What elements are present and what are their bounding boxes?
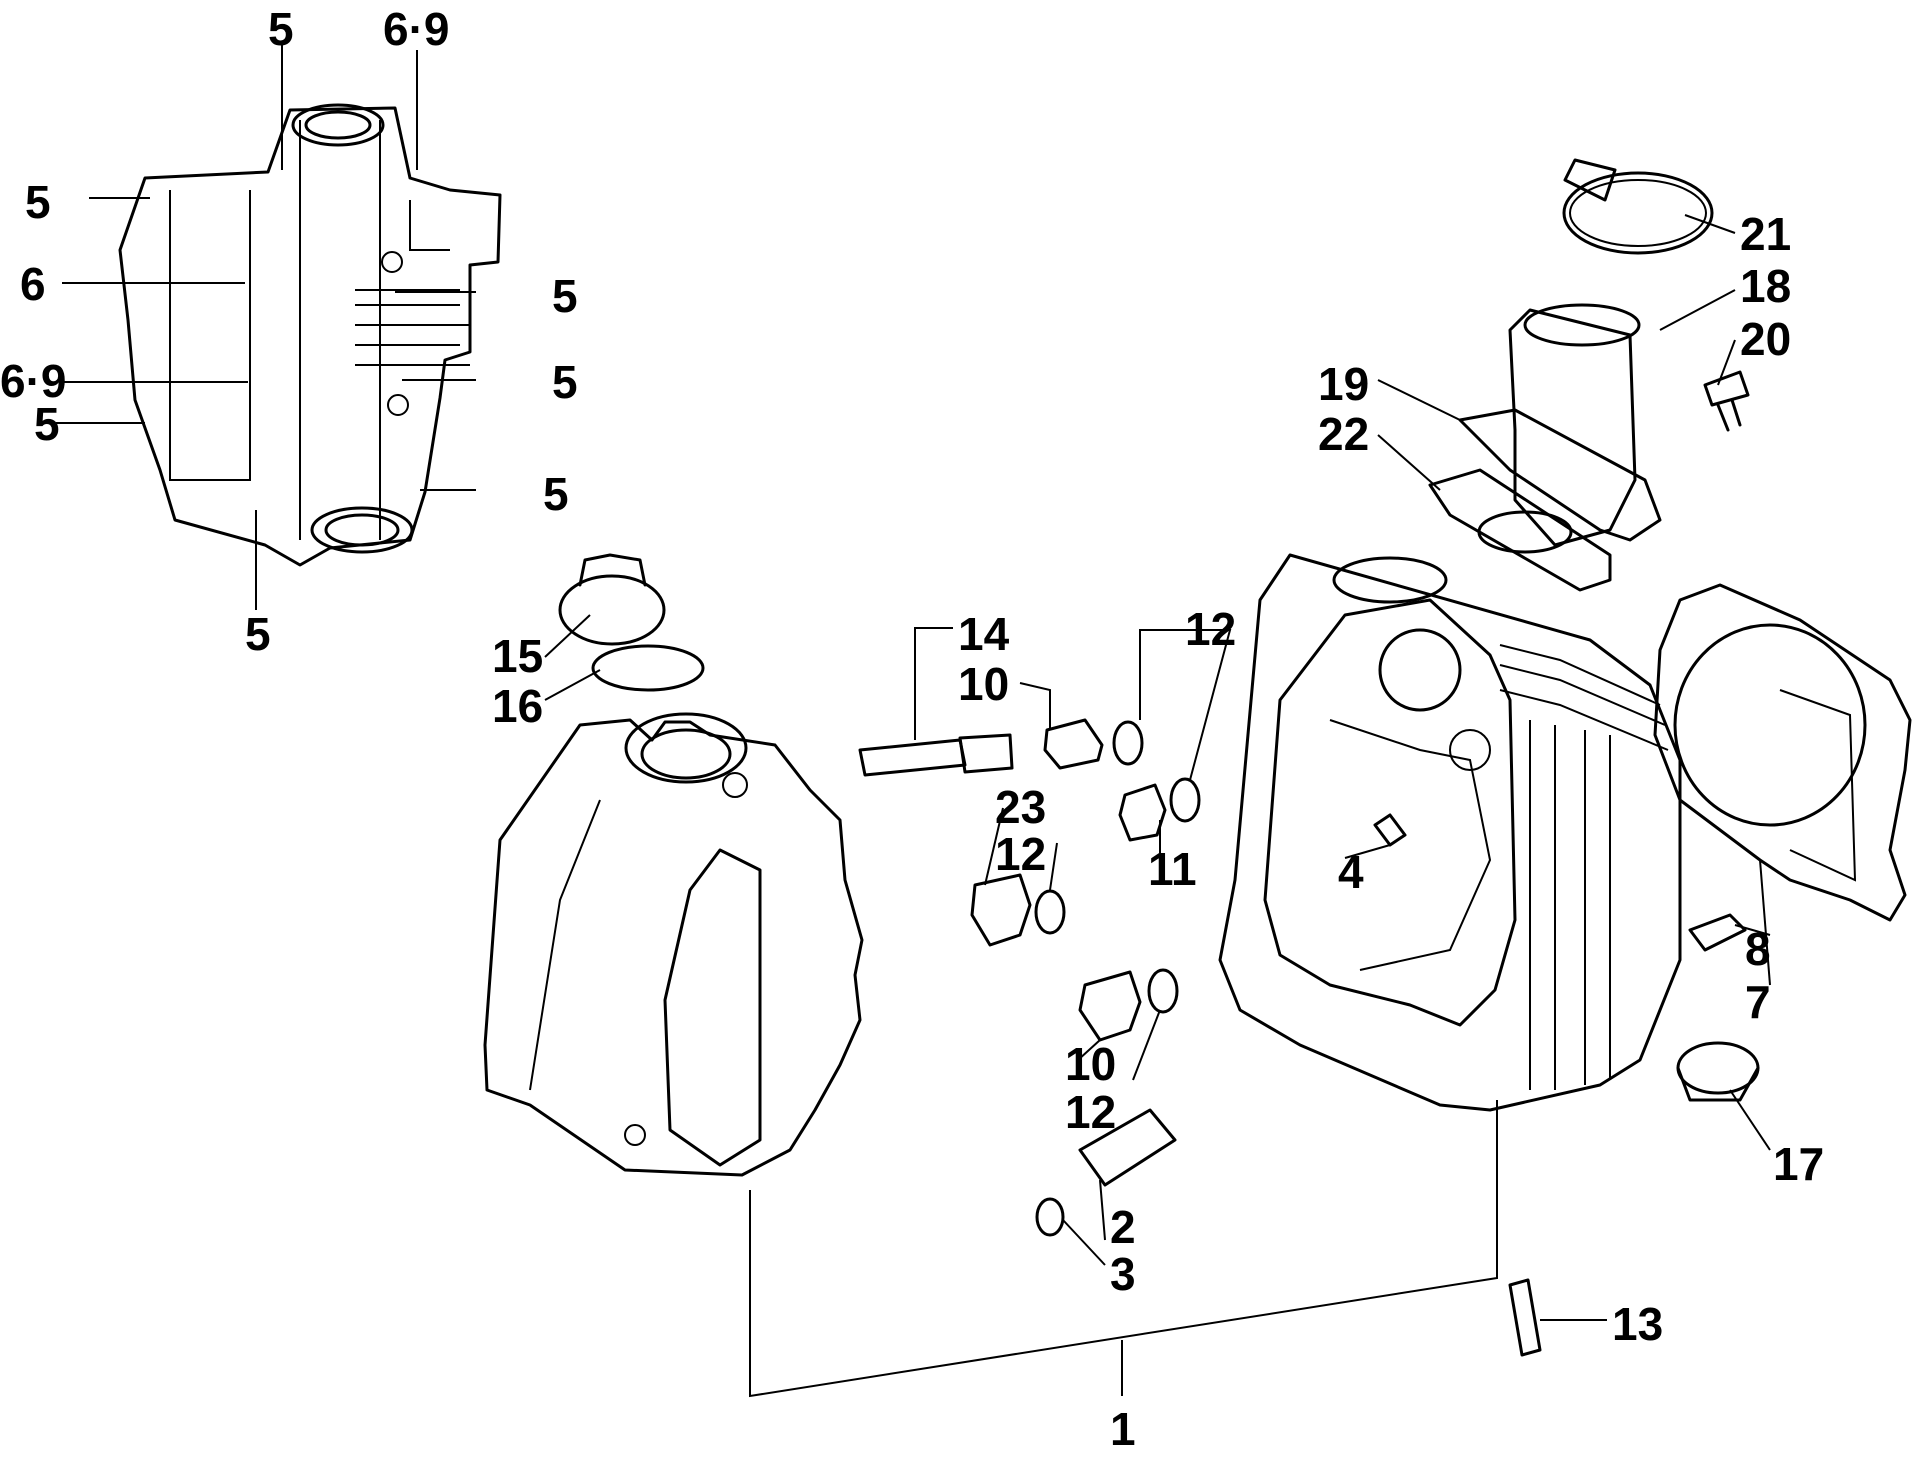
callout-23: 23 [995,781,1046,833]
callout-labels: 5 6·9 5 6 5 6·9 5 5 5 5 5 21 18 20 19 22… [0,3,1824,1455]
callout-6-9-b: 6·9 [0,355,66,407]
callout-12-a: 12 [1185,603,1236,655]
intake-bolt [1703,370,1750,432]
washer-upper [1112,720,1144,766]
cap-nut-lower [1078,970,1142,1042]
head-gasket [1653,583,1912,922]
cap-nut-upper [1043,718,1104,770]
valve-cover [483,712,864,1177]
oil-filler-plug [558,553,666,646]
callout-5-d: 5 [34,398,60,450]
callout-18: 18 [1740,260,1791,312]
callout-2: 2 [1110,1201,1136,1253]
callout-4: 4 [1338,846,1364,898]
callout-12-b: 12 [995,828,1046,880]
dowel-pin [1688,913,1747,952]
callout-10-b: 10 [1065,1038,1116,1090]
stud-13 [1508,1278,1542,1357]
callout-7: 7 [1745,976,1771,1028]
callout-13: 13 [1612,1298,1663,1350]
callout-5-g: 5 [245,608,271,660]
washer-middle [1169,777,1201,823]
washer-lower-left [1034,889,1066,935]
callout-21: 21 [1740,208,1791,260]
callout-6: 6 [20,258,46,310]
callout-5-a: 5 [268,3,294,55]
plug-cap [1676,1041,1760,1102]
callout-11: 11 [1148,843,1197,895]
nut-11 [1118,783,1167,842]
cap-nut-23 [970,873,1032,947]
callout-15: 15 [492,630,543,682]
callout-5-e: 5 [552,356,578,408]
leader-lines [56,45,1771,1398]
callout-6-9-a: 6·9 [383,3,449,55]
callout-20: 20 [1740,313,1791,365]
callout-5-f: 5 [543,468,569,520]
callout-16: 16 [492,680,543,732]
callout-17: 17 [1773,1138,1824,1190]
callout-5-c: 5 [552,270,578,322]
callout-22: 22 [1318,408,1369,460]
intake-pipe [1458,303,1662,547]
valve-guide [1078,1108,1177,1187]
cylinder-head [1218,553,1682,1112]
callout-1: 1 [1110,1403,1136,1455]
callout-19: 19 [1318,358,1369,410]
small-pin-4 [1373,813,1407,847]
callout-10-a: 10 [958,658,1009,710]
callout-14: 14 [958,608,1010,660]
guide-seal [1035,1197,1065,1237]
washer-lower [1147,968,1179,1014]
callout-3: 3 [1110,1248,1136,1300]
intake-gasket [1428,468,1612,592]
callout-12-c: 12 [1065,1086,1116,1138]
intake-clamp [1562,158,1714,255]
spark-plug-stud [858,733,1014,777]
callout-8: 8 [1745,923,1771,975]
valve-cover-top-view [118,103,502,567]
o-ring [591,644,705,692]
callout-5-b: 5 [25,176,51,228]
